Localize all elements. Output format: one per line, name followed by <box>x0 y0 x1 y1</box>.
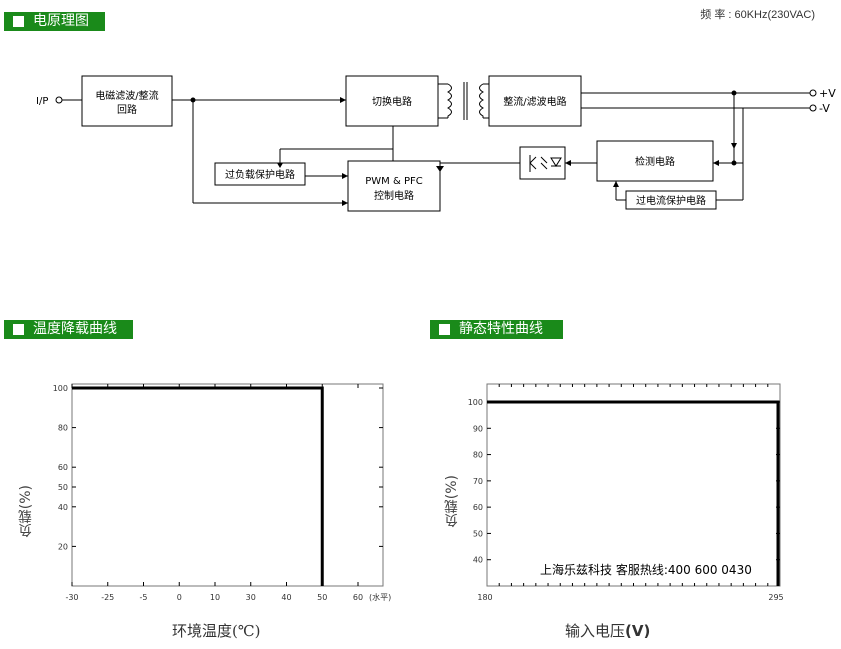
y-tick-label: 60 <box>473 503 483 512</box>
y-tick-label: 70 <box>473 477 483 486</box>
x-tick-label: 40 <box>281 593 291 602</box>
detection-box <box>596 140 714 182</box>
static-header: 静态特性曲线 <box>430 320 563 339</box>
x-tick-label: 180 <box>477 593 492 602</box>
derating-ylabel: 负载(%) <box>18 485 34 538</box>
rectifier-label: 整流/滤波电路 <box>503 95 566 108</box>
static-ylabel: 负载(%) <box>444 475 460 528</box>
emi-filter-box <box>81 75 173 127</box>
output-pos-terminal <box>809 89 817 97</box>
y-tick-label: 90 <box>473 424 483 433</box>
y-tick-label: 100 <box>53 384 68 393</box>
pwm-box <box>347 160 441 212</box>
x-tick-label: 60 <box>353 593 363 602</box>
static-title: 静态特性曲线 <box>459 321 543 337</box>
overload-box <box>214 162 306 186</box>
y-tick-label: 100 <box>468 398 483 407</box>
static-curve <box>487 400 780 586</box>
plot-frame <box>486 383 781 587</box>
block-diagram: I/P 电磁滤波/整流 回路 切换电路 整流/滤波电路 过负载保护电路 PWM … <box>36 75 836 212</box>
y-tick-label: 50 <box>58 483 68 492</box>
static-xlabel: 输入电压(V) <box>565 620 650 641</box>
x-tick-label: 295 <box>768 593 783 602</box>
y-tick-label: 40 <box>58 503 68 512</box>
x-tick-label: 50 <box>317 593 327 602</box>
transformer-primary <box>446 83 452 118</box>
derating-xlabel: 环境温度(℃) <box>172 622 261 640</box>
y-tick-label: 80 <box>58 424 68 433</box>
derating-title: 温度降载曲线 <box>33 321 117 337</box>
x-tick-label: -30 <box>65 593 78 602</box>
x-tick-label: 10 <box>210 593 220 602</box>
input-terminal <box>55 96 63 104</box>
watermark-text: 上海乐兹科技 客服热线:400 600 0430 <box>540 561 752 578</box>
y-tick-label: 40 <box>473 556 483 565</box>
frequency-label: 频 率 : 60KHz(230VAC) <box>700 9 815 21</box>
static-chart: 180 295 100 90 80 70 60 50 40 <box>468 383 784 602</box>
y-tick-label: 60 <box>58 463 68 472</box>
derating-curve <box>72 386 324 586</box>
emi-label-line2: 回路 <box>117 103 137 116</box>
pwm-label-line1: PWM & PFC <box>365 176 422 187</box>
out-neg-label: -V <box>819 102 830 115</box>
schematic-title: 电原理图 <box>33 13 89 29</box>
switching-label: 切换电路 <box>372 95 412 108</box>
y-tick-label: 50 <box>473 529 483 538</box>
pwm-label-line2: 控制电路 <box>374 189 414 202</box>
square-icon <box>13 324 24 335</box>
overload-label: 过负载保护电路 <box>225 168 295 181</box>
out-pos-label: +V <box>819 87 836 100</box>
static-xlabel-text: 输入电压 <box>565 622 626 640</box>
schematic-header: 电原理图 <box>4 12 105 31</box>
x-tick-label: 0 <box>177 593 182 602</box>
square-icon <box>13 16 24 27</box>
derating-chart: -30 -25 -5 0 10 30 40 50 60 (水平) 100 80 60 50 40 20 <box>53 383 391 602</box>
static-xlabel-unit: (V) <box>625 622 651 640</box>
x-unit-label: (水平) <box>369 592 391 602</box>
x-tick-label: -25 <box>101 593 114 602</box>
square-icon <box>439 324 450 335</box>
x-tick-label: -5 <box>140 593 148 602</box>
x-tick-label: 30 <box>246 593 256 602</box>
detection-label: 检测电路 <box>635 155 675 168</box>
y-tick-label: 80 <box>473 451 483 460</box>
overcurrent-label: 过电流保护电路 <box>636 194 706 207</box>
transformer-secondary <box>479 83 485 118</box>
derating-header: 温度降载曲线 <box>4 320 133 339</box>
switching-box <box>345 75 439 127</box>
plot-frame <box>71 383 384 587</box>
emi-label-line1: 电磁滤波/整流 <box>95 89 158 102</box>
input-label: I/P <box>36 96 48 107</box>
y-tick-label: 20 <box>58 542 68 551</box>
rectifier-box <box>488 75 582 127</box>
output-neg-terminal <box>809 104 817 112</box>
